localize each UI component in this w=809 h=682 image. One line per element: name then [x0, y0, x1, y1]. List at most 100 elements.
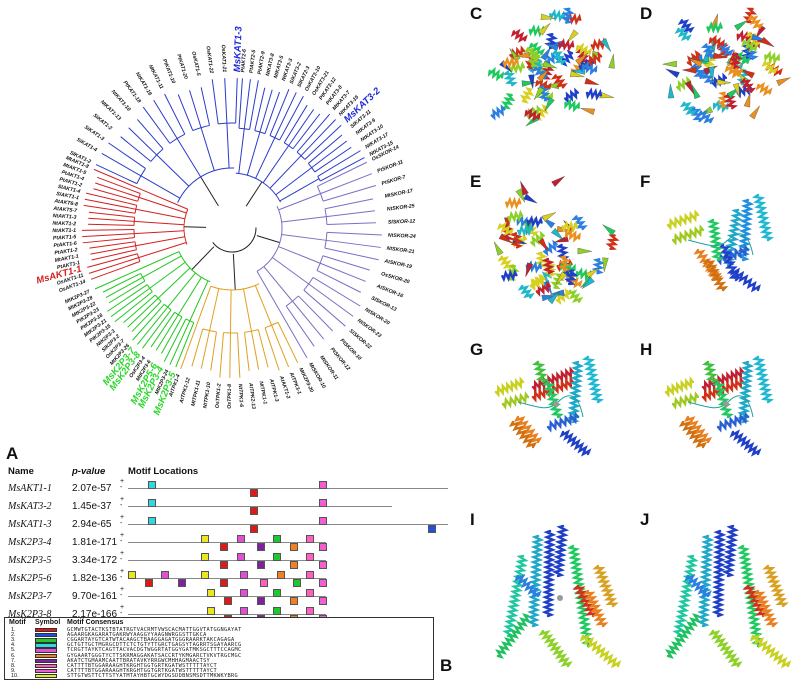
leaf-label: OsSKOR-20 [380, 271, 410, 285]
legend-row: 7.AKATCTGMAAMCAATTBRATAVKYRRGWCMHHAGMAAC… [5, 657, 433, 664]
motif-3-marker [273, 589, 282, 597]
motif-1-marker [250, 507, 259, 515]
leaf-label: AtAKT1-2 [278, 374, 291, 399]
leaf-label: AtTPK2-13 [247, 382, 256, 410]
motif-10-marker [200, 535, 209, 543]
leaf-label: NtSKOR-25 [387, 203, 416, 212]
motif-consensus-sequence: CGGARTAYGTCATWTACAAGCTBAAGGAGATGGGRAARKT… [67, 637, 235, 644]
motif-8-marker [306, 535, 315, 543]
leaf-label: SiKAT1-2 [92, 113, 113, 132]
leaf-label: OsKAT1-5 [190, 51, 201, 77]
motif-consensus-sequence: GYGAARTGGGTYCTTSKRMAGGAKATSACCRTYKMGARCT… [67, 652, 242, 659]
motif-1-marker [223, 597, 232, 605]
p-value: 1.82e-136 [72, 573, 118, 584]
leaf-label: SlSKOR-12 [388, 219, 416, 226]
motif-symbol [35, 628, 57, 633]
leaf-label: OsTPK1-2 [215, 383, 223, 408]
gene-name: MsAKT1-1 [8, 483, 52, 494]
leaf-label: SlAKT1-4 [57, 184, 81, 195]
motif-4-marker [147, 499, 156, 507]
gene-name: MsK2P3-8 [8, 609, 52, 620]
panel-letter-b: B [440, 656, 453, 675]
leaf-label: PtAKT1-6 [53, 241, 77, 249]
protein-structure-c [487, 7, 615, 127]
gene-name: MsK2P3-5 [8, 555, 52, 566]
motif-number: 3. [11, 637, 16, 644]
panel-letter-h: H [640, 340, 653, 359]
motif-10-marker [200, 553, 209, 561]
leaf-label: NtAKT1-1 [52, 228, 76, 234]
leaf-label: PtKAT1-20 [175, 53, 188, 80]
leaf-label: MtAKT1-1 [54, 254, 79, 264]
clade-akt: OsAKT1-14OsAKT1-11MsAKT1-1PtAKT1-1MtAKT1… [35, 155, 207, 294]
motif-8-marker [306, 571, 315, 579]
column-header-name: Name [8, 466, 34, 477]
p-value: 2.94e-65 [72, 519, 112, 530]
phylogenetic-tree: SlKAT1-2SiKAT1-4SiKAT1-3SiKAT1-2NtKAT1-1… [35, 25, 416, 416]
motif-number: 1. [11, 627, 16, 633]
sequence-line [128, 578, 326, 579]
leaf-label: PtAKT2-6 [240, 49, 248, 73]
motif-symbol [35, 633, 57, 638]
leaf-label: OsKAT1-21 [220, 45, 227, 73]
motif-5-marker [240, 607, 249, 615]
leaf-label: NtTPK1-6 [237, 384, 244, 408]
leaf-label: SlAKT1-1 [56, 191, 80, 201]
motif-number: 5. [11, 647, 16, 654]
leaf-label: AtAKT6-8 [53, 198, 78, 208]
legend-row: 2.AGAARGKAGARATGAKRWYAAGGYYAAGNWRGGSTTGK… [5, 632, 433, 638]
gene-name: MsKAT1-3 [8, 519, 52, 530]
motif-7-marker [256, 561, 265, 569]
legend-row: 3. CGGARTAYGTCATWTACAAGCTBAAGGAGATGGGRAAR… [5, 637, 433, 644]
clade-kat: SlKAT1-2SiKAT1-4SiKAT1-3SiKAT1-2NtKAT1-1… [69, 25, 245, 207]
legend-row: 10.STTGTWSTTCTTSTYATMTAYHBTGCWYDGSDDBNSM… [5, 673, 433, 679]
motif-9-marker [319, 499, 328, 507]
sequence-line [128, 488, 449, 489]
leaf-label: PtAKT1-1 [57, 260, 81, 271]
motif-symbol [35, 653, 57, 658]
motif-number: 4. [11, 642, 16, 649]
motif-8-marker [306, 607, 315, 615]
motif-6-marker [289, 597, 298, 605]
protein-structure-d [662, 7, 791, 124]
strand-marker: +- [120, 496, 125, 509]
motif-consensus-sequence: GCMWTGTACTKSTBTATRGTVACRMTVWSCACMATTGGVT… [67, 627, 242, 633]
motif-7-marker [256, 543, 265, 551]
motif-1-marker [220, 561, 229, 569]
leaf-label: NtKAT3-8 [265, 53, 276, 77]
motif-3-marker [293, 579, 301, 587]
motif-5-marker [236, 535, 245, 543]
gene-name: MsK2P3-4 [8, 537, 52, 548]
motif-6-marker [289, 543, 298, 551]
motif-4-marker [147, 481, 156, 489]
motif-number: 7. [11, 657, 16, 664]
motif-1-marker [250, 525, 259, 533]
legend-row: 9.CATTTTBTGGARAAGHTKRGHTGGTGRTKGATWSTTTT… [5, 667, 433, 674]
leaf-label: PtKAT1-10 [161, 58, 176, 84]
motif-number: 8. [11, 662, 16, 669]
motif-consensus-sequence: GCTGTTGCTMGRGCDTTCTCTGTYTTGRCTGAGSYTAGRR… [67, 642, 242, 649]
leaf-label: PtSKOR-7 [381, 174, 408, 187]
leaf-label: AtTPK1-12 [178, 377, 191, 405]
legend-row: 8.CATTTTBTGGARAAGHTKRGHTGGTGRTKGATWSTTTT… [5, 662, 433, 669]
motif-5-marker [240, 571, 249, 579]
motif-9-marker [319, 561, 328, 569]
protein-structure-g [494, 355, 604, 457]
motif-1-marker [220, 543, 229, 551]
protein-structure-f [666, 193, 774, 293]
sequence-line [128, 560, 326, 561]
leaf-label: MsKAT1-3 [232, 25, 245, 72]
motif-number: 6. [11, 652, 16, 659]
motif-symbol [35, 658, 57, 663]
motif-consensus-sequence: CATTTTBTGGARAAGHTKRGHTGGTGRTKGATWSTTTTTA… [67, 667, 218, 674]
p-value: 2.07e-57 [72, 483, 112, 494]
leaf-label: AtSKOR-19 [383, 258, 413, 270]
motif-1-marker [144, 579, 153, 587]
motif-4-marker [147, 517, 156, 525]
motif-3-marker [273, 553, 282, 561]
motif-8-marker [260, 579, 268, 587]
